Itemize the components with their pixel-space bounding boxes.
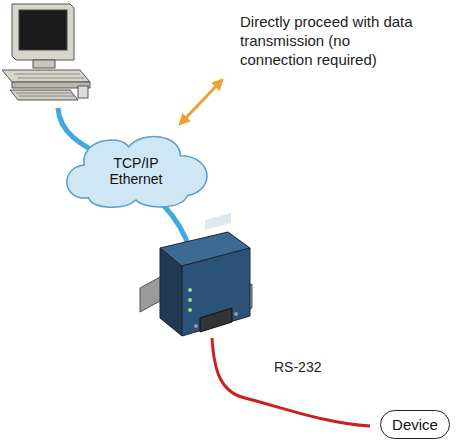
node-text: Device xyxy=(392,416,438,433)
note-text: Directly proceed with data transmission … xyxy=(238,12,422,70)
interface-label: RS-232 xyxy=(272,358,323,378)
network-cloud: TCP/IP Ethernet xyxy=(62,133,210,209)
transmission-arrow xyxy=(180,80,222,124)
device-server xyxy=(140,213,252,336)
computer xyxy=(2,4,90,100)
serial-cable xyxy=(212,338,370,426)
device-box: Device xyxy=(380,410,450,439)
node-text: TCP/IP Ethernet xyxy=(96,155,176,187)
